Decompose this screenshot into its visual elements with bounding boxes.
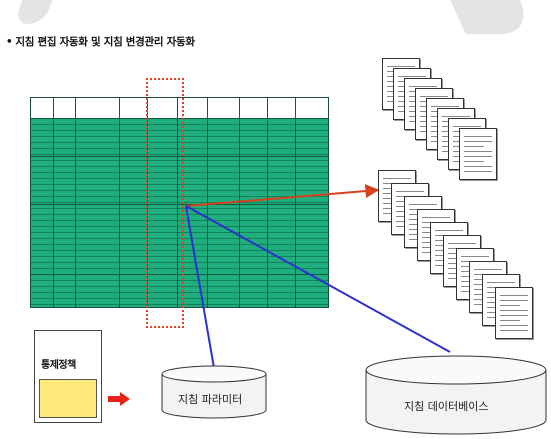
spreadsheet-row-divider xyxy=(31,220,328,221)
spreadsheet-header-row xyxy=(31,98,328,119)
slide-title: •지침 편집 자동화 및 지침 변경관리 자동화 xyxy=(6,36,195,48)
spreadsheet-row-divider xyxy=(31,184,328,185)
spreadsheet-row-divider xyxy=(31,172,328,173)
spreadsheet-row-divider xyxy=(31,304,328,305)
parameter-db-label: 지침 파라미터 xyxy=(178,393,243,406)
spreadsheet-row-divider xyxy=(31,298,328,299)
red-arrow-to-documents xyxy=(185,184,380,207)
database-cylinder xyxy=(365,355,547,435)
spreadsheet-row-divider xyxy=(31,202,328,203)
spreadsheet-row-divider xyxy=(31,214,328,215)
spreadsheet-row-divider xyxy=(31,244,328,245)
spreadsheet-row-divider xyxy=(31,226,328,227)
spreadsheet-row-divider xyxy=(31,148,328,149)
spreadsheet-row-divider xyxy=(31,208,328,209)
spreadsheet-row-divider xyxy=(31,166,328,167)
spreadsheet-illustration xyxy=(30,97,329,308)
spreadsheet-group-divider xyxy=(31,156,328,157)
control-policy-document: 통제정책 xyxy=(34,330,102,423)
spreadsheet-row-divider xyxy=(31,250,328,251)
document-page xyxy=(495,287,533,339)
spreadsheet-row-divider xyxy=(31,274,328,275)
spreadsheet-row-divider xyxy=(31,238,328,239)
spreadsheet-row-divider xyxy=(31,136,328,137)
blue-line-to-parameter-db xyxy=(185,205,215,369)
control-policy-table xyxy=(39,379,97,418)
spreadsheet-row-divider xyxy=(31,130,328,131)
spreadsheet-row-divider xyxy=(31,268,328,269)
highlighted-column-box xyxy=(146,78,184,328)
spreadsheet-row-divider xyxy=(31,256,328,257)
control-policy-title: 통제정책 xyxy=(41,360,76,371)
spreadsheet-row-divider xyxy=(31,292,328,293)
right-arrow-icon xyxy=(108,392,130,406)
spreadsheet-row-divider xyxy=(31,142,328,143)
spreadsheet-row-divider xyxy=(31,178,328,179)
spreadsheet-group-divider xyxy=(31,204,328,205)
database-label: 지침 데이터베이스 xyxy=(404,400,489,413)
parameter-db-cylinder xyxy=(161,365,267,419)
spreadsheet-row-divider xyxy=(31,196,328,197)
spreadsheet-row-divider xyxy=(31,190,328,191)
document-page xyxy=(459,128,497,180)
spreadsheet-row-divider xyxy=(31,280,328,281)
blue-line-to-database xyxy=(185,205,451,353)
spreadsheet-row-divider xyxy=(31,124,328,125)
spreadsheet-row-divider xyxy=(31,154,328,155)
spreadsheet-row-divider xyxy=(31,286,328,287)
spreadsheet-row-divider xyxy=(31,232,328,233)
spreadsheet-row-divider xyxy=(31,262,328,263)
spreadsheet-row-divider xyxy=(31,160,328,161)
